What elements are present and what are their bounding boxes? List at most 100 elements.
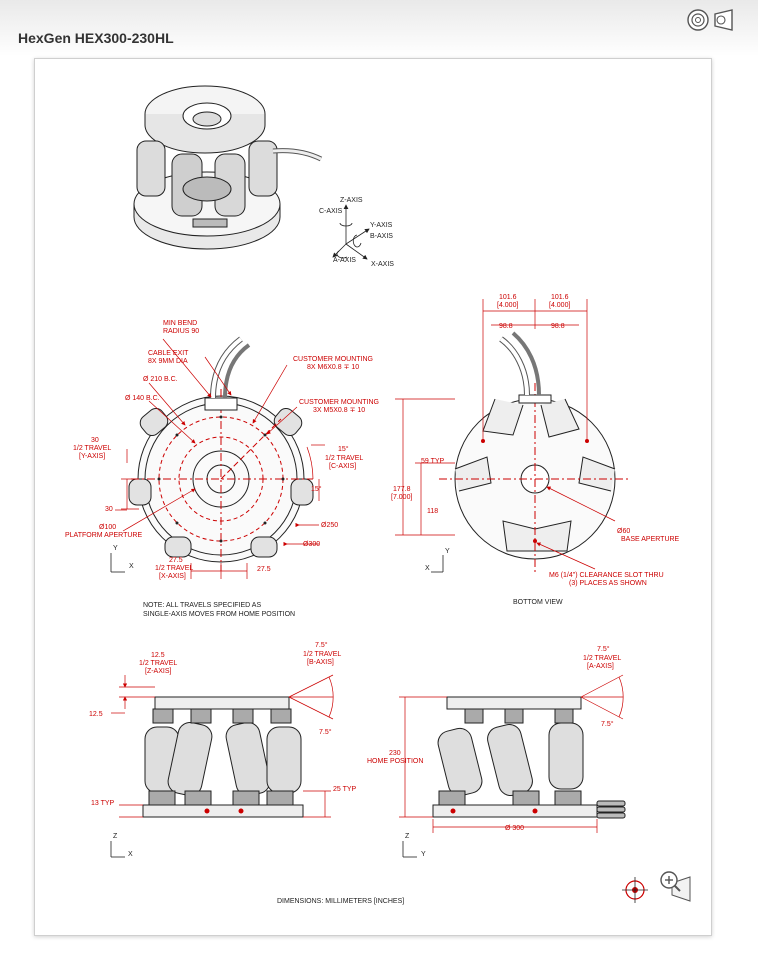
bottom-view <box>439 331 631 575</box>
platform-aperture-label: PLATFORM APERTURE <box>65 532 142 539</box>
x-axis-label: X-AXIS <box>371 261 394 268</box>
customer-mounting-1-label: CUSTOMER MOUNTING <box>293 356 373 363</box>
drawing-panel: Z-AXIS C-AXIS Y-AXIS B-AXIS A-AXIS X-AXI… <box>34 58 712 936</box>
base-aperture-label: BASE APERTURE <box>621 536 680 543</box>
x-travel-axis-label: [X-AXIS] <box>159 573 186 580</box>
m6-slot-places: (3) PLACES AS SHOWN <box>569 580 647 587</box>
y-travel-axis-label: [Y-AXIS] <box>79 453 105 460</box>
z-travel-125-label: 12.5 <box>151 652 165 659</box>
typ-13-label: 13 TYP <box>91 800 115 807</box>
top-view-labels: MIN BEND RADIUS 90 CABLE EXIT 8X 9MM DIA… <box>65 320 379 618</box>
x-travel-275b-label: 27.5 <box>257 566 271 573</box>
b-travel-75-label: 7.5° <box>315 641 328 649</box>
x-travel-275-label: 27.5 <box>169 557 183 564</box>
side-right-labels: 7.5° 1/2 TRAVEL [A-AXIS] 7.5° 230 HOME P… <box>367 645 621 858</box>
y-travel-30-label: 30 <box>91 437 99 444</box>
dim-98-8-left: 98.8 <box>499 323 513 330</box>
m6-slot-label: M6 (1/4") CLEARANCE SLOT THRU <box>549 572 664 579</box>
y-axis-label: Y-AXIS <box>370 222 393 229</box>
x-travel-half-label: 1/2 TRAVEL <box>155 565 193 572</box>
side-left-z-axis: Z <box>113 833 118 840</box>
z-axis-label: Z-AXIS <box>340 197 363 204</box>
crosshair-icon[interactable] <box>620 875 650 905</box>
base-aperture-60: Ø60 <box>617 528 630 535</box>
zoom-in-icon[interactable] <box>658 869 692 905</box>
typ-59-label: 59 TYP <box>421 458 445 465</box>
top-view <box>128 336 314 571</box>
dim-7000: [7.000] <box>391 494 412 501</box>
bc140-label: Ø 140 B.C. <box>125 395 160 402</box>
d250-label: Ø250 <box>321 522 338 529</box>
side-right-dims <box>399 674 624 833</box>
top-view-x-axis: X <box>129 563 134 570</box>
b-axis-label: B-AXIS <box>370 233 393 240</box>
top-view-dims <box>115 338 325 579</box>
customer-mounting-2-spec: 3X M5X0.8 ∓ 10 <box>313 407 365 414</box>
aperture-100-label: Ø100 <box>99 524 116 531</box>
z-travel-125b-label: 12.5 <box>89 711 103 718</box>
height-230-label: 230 <box>389 750 401 757</box>
typ-25-label: 25 TYP <box>333 786 357 793</box>
min-bend-label: MIN BEND <box>163 320 197 327</box>
z-travel-axis-label: [Z-AXIS] <box>145 668 172 675</box>
bottom-view-axis-glyph <box>431 555 444 573</box>
dim-101-6-right: 101.6 <box>551 294 569 301</box>
note-line-2: SINGLE-AXIS MOVES FROM HOME POSITION <box>143 611 295 618</box>
side-left-dims <box>111 674 334 818</box>
isometric-view <box>133 85 323 250</box>
top-view-y-axis: Y <box>113 545 118 552</box>
dimensions-footer: DIMENSIONS: MILLIMETERS [INCHES] <box>277 898 404 905</box>
bottom-view-y-axis: Y <box>445 548 450 555</box>
a-axis-label: A-AXIS <box>333 257 356 264</box>
header-toolbar <box>686 8 738 34</box>
a-travel-75-label: 7.5° <box>597 645 610 653</box>
side-right-axis-glyph <box>402 841 417 858</box>
dim-98-8-right: 98.8 <box>551 323 565 330</box>
side-left-labels: 12.5 1/2 TRAVEL [Z-AXIS] 12.5 7.5° 1/2 T… <box>89 641 357 858</box>
side-left-x-axis: X <box>128 851 133 858</box>
bc210-label: Ø 210 B.C. <box>143 376 178 383</box>
dim-4000-right: [4.000] <box>549 302 570 309</box>
top-view-axis-glyph <box>110 553 125 573</box>
dim-101-6-left: 101.6 <box>499 294 517 301</box>
side-left-axis-glyph <box>110 841 125 858</box>
customer-mounting-2-label: CUSTOMER MOUNTING <box>299 399 379 406</box>
a-travel-axis-label: [A-AXIS] <box>587 663 614 670</box>
a-travel-half-label: 1/2 TRAVEL <box>583 655 621 662</box>
technical-drawing: Z-AXIS C-AXIS Y-AXIS B-AXIS A-AXIS X-AXI… <box>65 85 680 905</box>
d300-label: Ø300 <box>303 541 320 548</box>
angle-15-label: 15° <box>311 485 322 493</box>
customer-mounting-1-spec: 8X M6X0.8 ∓ 10 <box>307 364 359 371</box>
y-travel-half-label: 1/2 TRAVEL <box>73 445 111 452</box>
note-line-1: NOTE: ALL TRAVELS SPECIFIED AS <box>143 602 261 609</box>
dim-118: 118 <box>427 508 438 515</box>
z-travel-half-label: 1/2 TRAVEL <box>139 660 177 667</box>
bottom-view-dims <box>395 299 616 570</box>
c-travel-axis-label: [C-AXIS] <box>329 463 356 470</box>
axis-legend <box>332 204 370 260</box>
y-travel-30b-label: 30 <box>105 506 113 513</box>
c-axis-label: C-AXIS <box>319 208 343 215</box>
a-travel-75b-label: 7.5° <box>601 720 614 728</box>
bottom-view-labels: 101.6 [4.000] 101.6 [4.000] 98.8 98.8 59… <box>391 294 680 606</box>
home-position-label: HOME POSITION <box>367 758 423 765</box>
side-view-left <box>142 696 304 818</box>
bottom-view-caption: BOTTOM VIEW <box>513 599 563 606</box>
radius-label: RADIUS 90 <box>163 328 199 335</box>
b-travel-75b-label: 7.5° <box>319 728 332 736</box>
side-right-z-axis: Z <box>405 833 410 840</box>
dim-4000-left: [4.000] <box>497 302 518 309</box>
side-right-d300-label: Ø 300 <box>505 825 524 832</box>
header-band <box>0 0 758 56</box>
side-view-right <box>432 696 626 819</box>
bottom-view-x-axis: X <box>425 565 430 572</box>
b-travel-axis-label: [B-AXIS] <box>307 659 334 666</box>
screen-icon[interactable] <box>712 8 736 32</box>
target-icon[interactable] <box>686 8 710 32</box>
b-travel-half-label: 1/2 TRAVEL <box>303 651 341 658</box>
c-travel-15-label: 15° <box>338 445 349 453</box>
side-right-y-axis: Y <box>421 851 426 858</box>
page-title: HexGen HEX300-230HL <box>18 30 174 46</box>
c-travel-half-label: 1/2 TRAVEL <box>325 455 363 462</box>
cable-exit-dia-label: 8X 9MM DIA <box>148 358 188 365</box>
